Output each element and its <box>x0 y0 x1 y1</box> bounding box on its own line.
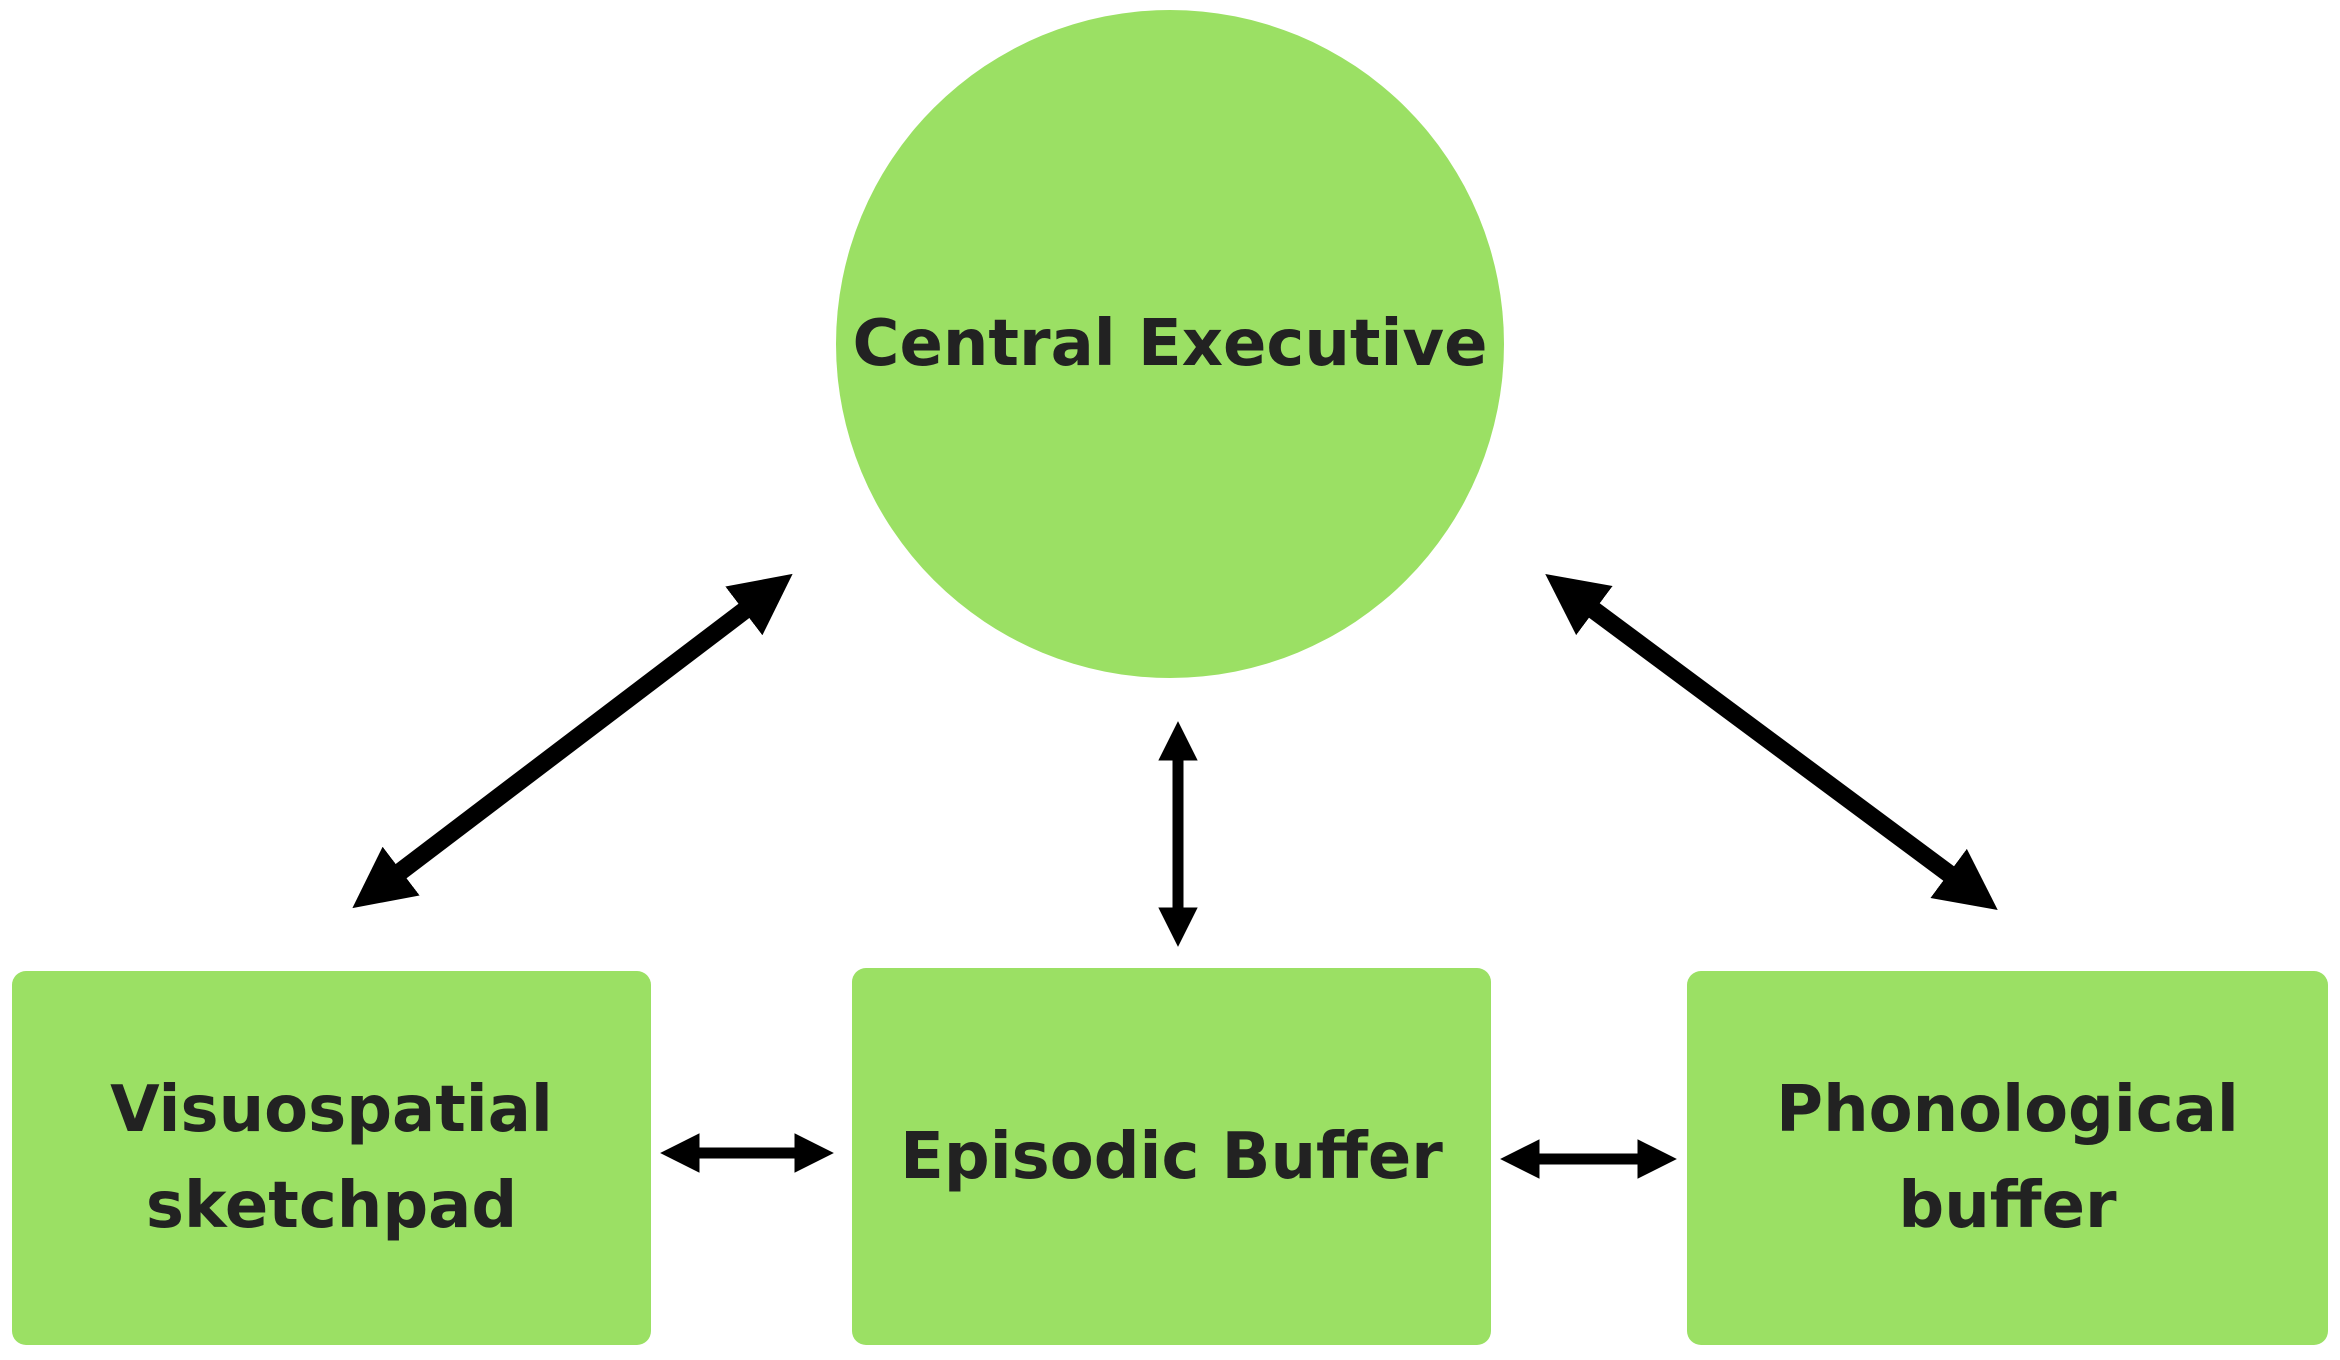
episodic-buffer-label: Episodic Buffer <box>900 1119 1443 1194</box>
central-executive-node: Central Executive <box>836 10 1504 678</box>
visuospatial-label-line2: sketchpad <box>145 1169 518 1243</box>
central-executive-label: Central Executive <box>852 307 1488 381</box>
phonological-label-line1: Phonological <box>1776 1073 2239 1147</box>
phonological-label-line2: buffer <box>1898 1169 2117 1243</box>
phonological-buffer-node: Phonological buffer <box>1687 971 2328 1345</box>
arrow-executive-visuospatial <box>352 573 793 909</box>
arrow-executive-phonological <box>1545 574 1998 910</box>
episodic-buffer-node: Episodic Buffer <box>852 968 1491 1345</box>
visuospatial-sketchpad-node: Visuospatial sketchpad <box>12 971 651 1345</box>
visuospatial-label-line1: Visuospatial <box>110 1073 553 1147</box>
